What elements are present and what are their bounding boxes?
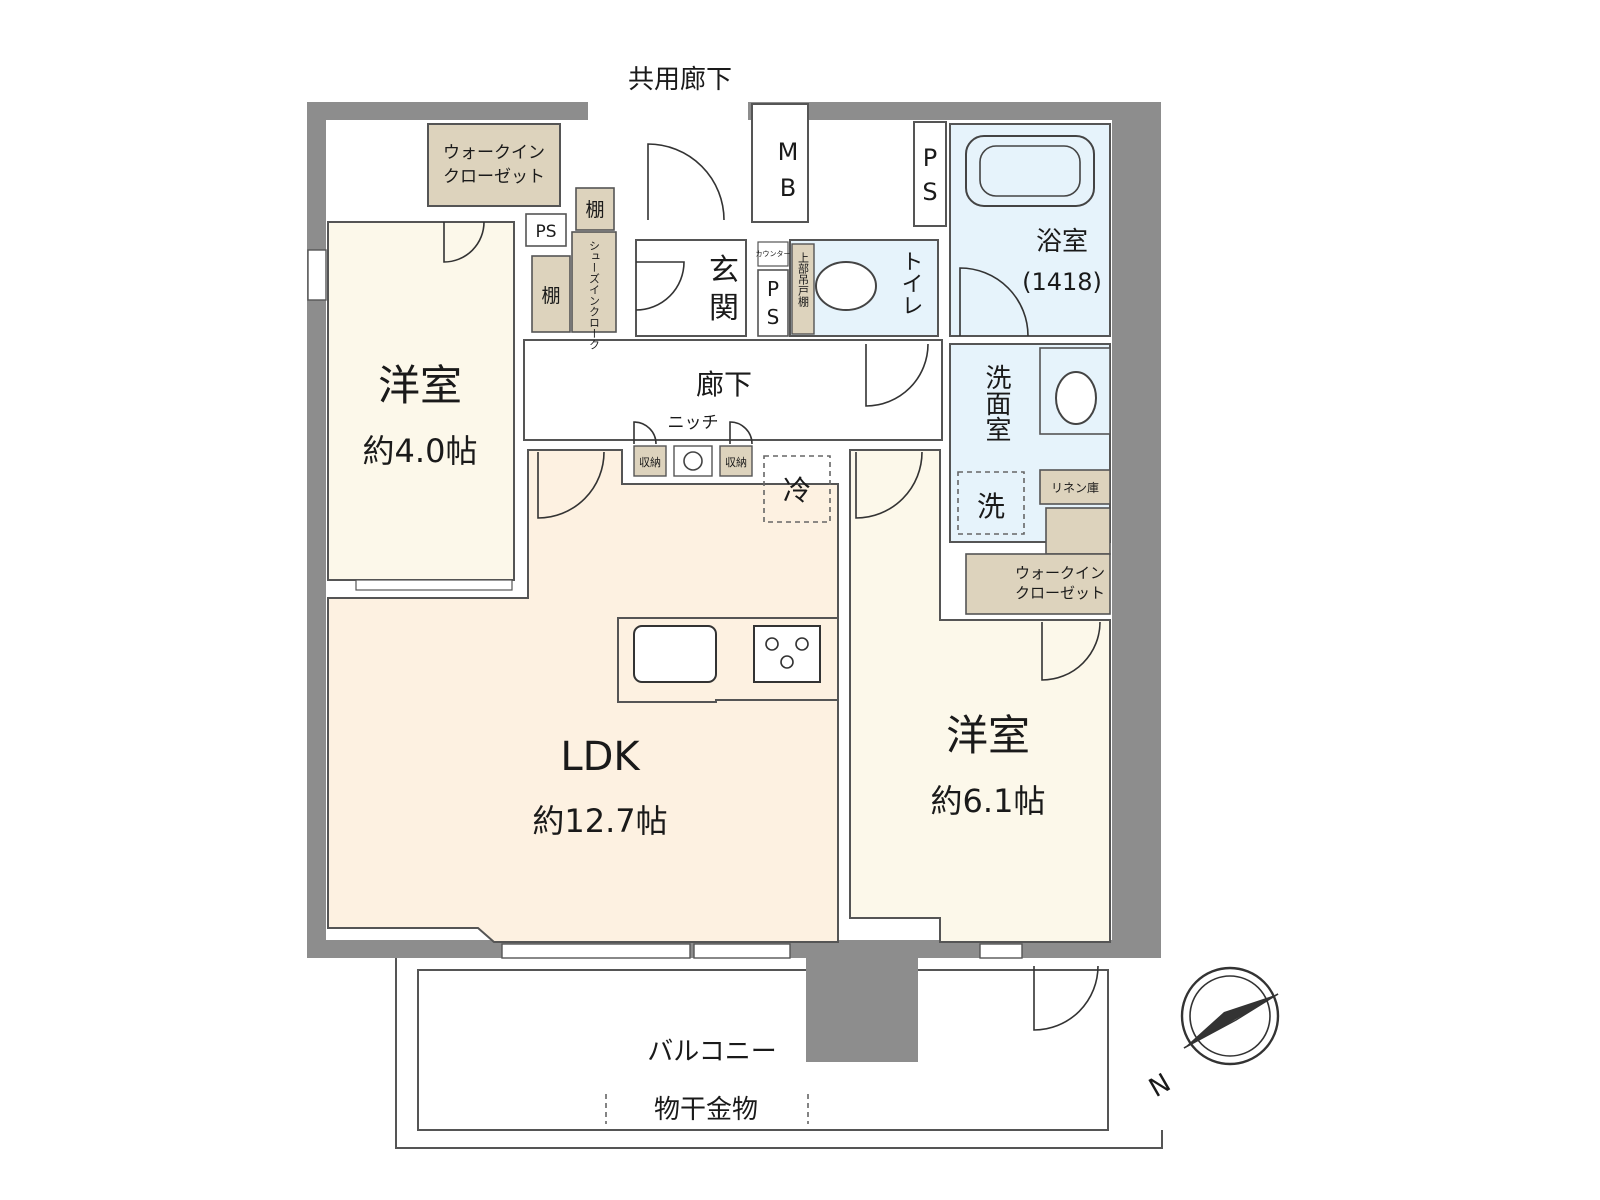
balcony-rail [395,958,1163,1149]
wall-cabinet-label: 上部吊戸棚 [797,252,810,308]
compass-n-label: N [1144,1068,1176,1104]
burner-1 [765,637,779,651]
niche-storage-left [633,445,667,477]
balcony-label: バルコニー [647,1037,776,1067]
door-shoe-cloak[interactable] [635,261,685,311]
door-niche-left[interactable] [633,421,657,445]
shoe-cloak-label: シューズインクローク [588,240,601,350]
fridge-space [763,455,831,523]
window-ldk-2 [693,943,791,959]
room-east-floor [849,449,1111,943]
basin-bowl [1055,371,1097,425]
niche-circle [683,451,703,471]
shelf-upper [575,187,615,231]
burner-2 [795,637,809,651]
counter-label: カウンター [756,249,791,258]
counter-box [757,241,789,267]
washer-label: 洗 [977,490,1005,523]
ps-box-top [913,121,947,227]
niche-storage-right [719,445,753,477]
room-west-floor [327,221,515,581]
balcony-floor [417,969,1109,1131]
mb-box [751,103,809,223]
hallway-floor [523,339,943,441]
fridge-label: 冷 [783,474,811,507]
entrance-floor [635,239,747,337]
stove [753,625,821,683]
niche-box [673,445,713,477]
wic-east-top [1045,507,1111,555]
shelf-label-upper: 棚 [585,199,604,221]
drying-hardware-label: 物干金物 [654,1095,758,1125]
room-west-size: 約4.0帖 [363,432,478,470]
door-balcony[interactable] [1033,965,1099,1031]
entrance-label-2: 関 [709,291,739,326]
washroom-label: 洗面室 [981,364,1011,442]
ps-label-top-s: S [922,178,937,206]
shelf-label-lower: 棚 [541,285,560,307]
wall-cabinet-box [791,243,815,335]
bath-size-label: (1418) [1022,268,1102,296]
hallway-label: 廊下 [696,368,752,401]
toilet-bowl [815,261,877,311]
kitchen-sink [633,625,717,683]
ps-box-mid [525,213,567,247]
wic-northwest-label-1: ウォークイン [443,143,545,163]
door-entrance[interactable] [647,143,725,221]
wic-northwest-label-2: クローゼット [443,167,545,187]
balcony-pillar [806,958,918,1062]
shoe-cloak [571,231,617,333]
niche-label: ニッチ [668,413,719,433]
window-ldk-1 [501,943,691,959]
ps-box-entrance [757,269,789,337]
door-east-room[interactable] [855,451,923,519]
door-west-room[interactable] [537,451,605,519]
window-west-room-south [355,579,513,591]
bathtub [965,135,1095,207]
door-bath[interactable] [959,267,1029,337]
ps-label-mid: PS [535,222,556,242]
ldk-name: LDK [560,734,641,780]
linen-label: リネン庫 [1051,481,1099,495]
door-wic-northwest[interactable] [443,221,485,263]
wic-east [965,553,1111,615]
wic-east-label-1: ウォークイン [1015,564,1105,582]
room-west-name: 洋室 [378,361,462,410]
shelf-lower [531,255,571,333]
compass [1180,966,1280,1066]
door-wic-east[interactable] [1041,621,1101,681]
window-east [979,943,1023,959]
door-toilet[interactable] [865,343,929,407]
mb-label-m: M [778,138,799,166]
washer-space [957,471,1025,535]
ps-label-entrance-s: S [767,305,780,329]
ps-label-entrance-p: P [767,277,779,301]
ldk-size: 約12.7帖 [532,802,667,840]
bath-label: 浴室 [1036,227,1088,257]
window-west [307,249,327,301]
room-east-name: 洋室 [946,711,1030,760]
room-east-size: 約6.1帖 [931,782,1046,820]
ldk-floor [327,449,839,943]
bathtub-inner [979,145,1081,197]
mb-label-b: B [780,174,796,202]
niche-storage-left-label: 収納 [639,456,661,469]
toilet-label: トイレ [898,250,923,316]
wic-east-label-2: クローゼット [1015,584,1105,602]
shared-corridor-label: 共用廊下 [628,65,732,95]
wic-northwest [427,123,561,207]
linen-closet [1039,469,1111,505]
niche-storage-right-label: 収納 [725,456,747,469]
burner-3 [780,655,794,669]
entrance-label-1: 玄 [709,253,739,288]
ps-label-top-p: P [923,144,937,172]
door-niche-right[interactable] [729,421,753,445]
